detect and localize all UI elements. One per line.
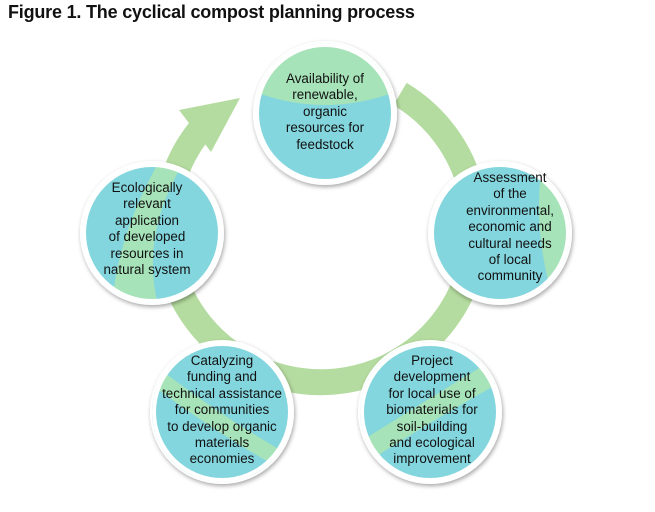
node-circle-application (80, 161, 224, 305)
node-circle-project (358, 340, 502, 484)
node-circle-feedstock (253, 41, 397, 185)
node-text-feedstock: Availability of renewable, organic resou… (285, 71, 365, 152)
cycle-arrow-head (179, 98, 240, 152)
node-circle-assessment (428, 161, 572, 305)
figure-title: Figure 1. The cyclical compost planning … (8, 2, 415, 22)
node-text-project: Project development for local use of bio… (386, 353, 478, 467)
node-text-application: Ecologically relevant application of dev… (103, 180, 191, 278)
node-text-catalyzing: Catalyzing funding and technical assista… (162, 353, 282, 467)
node-text-assessment: Assessment of the environmental, economi… (466, 170, 554, 284)
node-circle-catalyzing (150, 340, 294, 484)
